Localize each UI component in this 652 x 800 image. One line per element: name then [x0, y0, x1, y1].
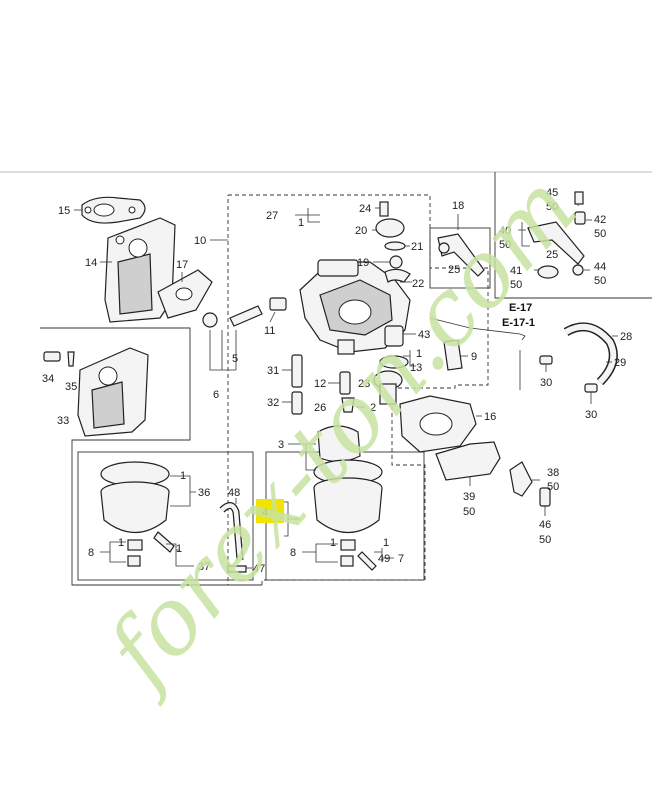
label-18: 18 — [452, 200, 464, 212]
label-17: 17 — [176, 259, 188, 271]
label-22: 22 — [412, 278, 424, 290]
label-50-f: 50 — [594, 228, 606, 240]
label-50-a: 50 — [463, 506, 475, 518]
label-16: 16 — [484, 411, 496, 423]
label-9: 9 — [471, 351, 477, 363]
parts-12-26-23 — [339, 370, 403, 413]
label-46: 46 — [539, 519, 551, 531]
label-50-c: 50 — [539, 534, 551, 546]
label-39: 39 — [463, 491, 475, 503]
float-3 — [317, 425, 361, 463]
label-50-e: 50 — [499, 239, 511, 251]
label-30-a: 30 — [540, 377, 552, 389]
label-1-g: 1 — [383, 537, 389, 549]
label-8-a: 8 — [88, 547, 94, 559]
highlight-marker — [256, 499, 284, 523]
label-49: 49 — [378, 553, 390, 565]
label-40: 40 — [499, 225, 511, 237]
bracket-39 — [435, 441, 551, 507]
label-45: 45 — [546, 187, 558, 199]
label-37: 37 — [198, 561, 210, 573]
label-36: 36 — [198, 487, 210, 499]
label-38: 38 — [547, 467, 559, 479]
choke-parts — [375, 201, 411, 283]
throttle-assembly — [527, 191, 586, 279]
label-5: 5 — [232, 353, 238, 365]
gasket-16 — [399, 395, 477, 453]
insulator-bracket-33 — [77, 347, 149, 437]
label-6: 6 — [213, 389, 219, 401]
label-25-b: 25 — [546, 249, 558, 261]
label-50-g: 50 — [510, 279, 522, 291]
label-10: 10 — [194, 235, 206, 247]
float-bowl-left — [100, 461, 175, 567]
label-1-a: 1 — [298, 217, 304, 229]
label-30-b: 30 — [585, 409, 597, 421]
label-43: 43 — [418, 329, 430, 341]
label-15: 15 — [58, 205, 70, 217]
gasket-17 — [157, 269, 213, 319]
jets-31-32 — [291, 354, 303, 415]
lever-18 — [437, 233, 485, 277]
label-7: 7 — [398, 553, 404, 565]
label-1-c: 1 — [180, 470, 186, 482]
label-21: 21 — [411, 241, 423, 253]
ref-e17: E-17 — [509, 302, 532, 314]
label-44: 44 — [594, 261, 606, 273]
label-26: 26 — [314, 402, 326, 414]
label-2: 2 — [370, 402, 376, 414]
label-27: 27 — [266, 210, 278, 222]
label-3: 3 — [278, 439, 284, 451]
label-23: 23 — [358, 378, 370, 390]
label-25-a: 25 — [448, 264, 460, 276]
screws-left — [202, 297, 287, 328]
label-50-d: 50 — [546, 201, 558, 213]
label-33: 33 — [57, 415, 69, 427]
label-13: 13 — [410, 362, 422, 374]
label-42: 42 — [594, 214, 606, 226]
label-47: 47 — [253, 563, 265, 575]
label-35: 35 — [65, 381, 77, 393]
label-1-f: 1 — [330, 537, 336, 549]
gasket-15 — [81, 196, 146, 224]
label-29: 29 — [614, 357, 626, 369]
float-bowl-right — [313, 459, 383, 571]
label-32: 32 — [267, 397, 279, 409]
label-28: 28 — [620, 331, 632, 343]
label-41: 41 — [510, 265, 522, 277]
label-12: 12 — [314, 378, 326, 390]
label-48: 48 — [228, 487, 240, 499]
label-11: 11 — [264, 325, 275, 337]
carburetor-body — [299, 259, 411, 355]
label-1-d: 1 — [118, 537, 124, 549]
label-50-b: 50 — [547, 481, 559, 493]
label-31: 31 — [267, 365, 279, 377]
label-1-e: 1 — [176, 543, 182, 555]
label-20: 20 — [355, 225, 367, 237]
label-14: 14 — [85, 257, 97, 269]
label-34: 34 — [42, 373, 54, 385]
part-labels: 15 14 17 10 27 1 24 20 21 19 22 18 25 11… — [42, 187, 632, 575]
label-8-b: 8 — [290, 547, 296, 559]
drain-tube-48 — [219, 502, 247, 573]
parts-43-13-9 — [379, 325, 463, 371]
label-1-b: 1 — [416, 348, 422, 360]
ref-e17-1: E-17-1 — [502, 317, 535, 329]
label-19: 19 — [357, 257, 369, 269]
label-4: 4 — [262, 507, 268, 519]
label-50-h: 50 — [594, 275, 606, 287]
label-24: 24 — [359, 203, 371, 215]
leader-lines — [74, 204, 618, 569]
